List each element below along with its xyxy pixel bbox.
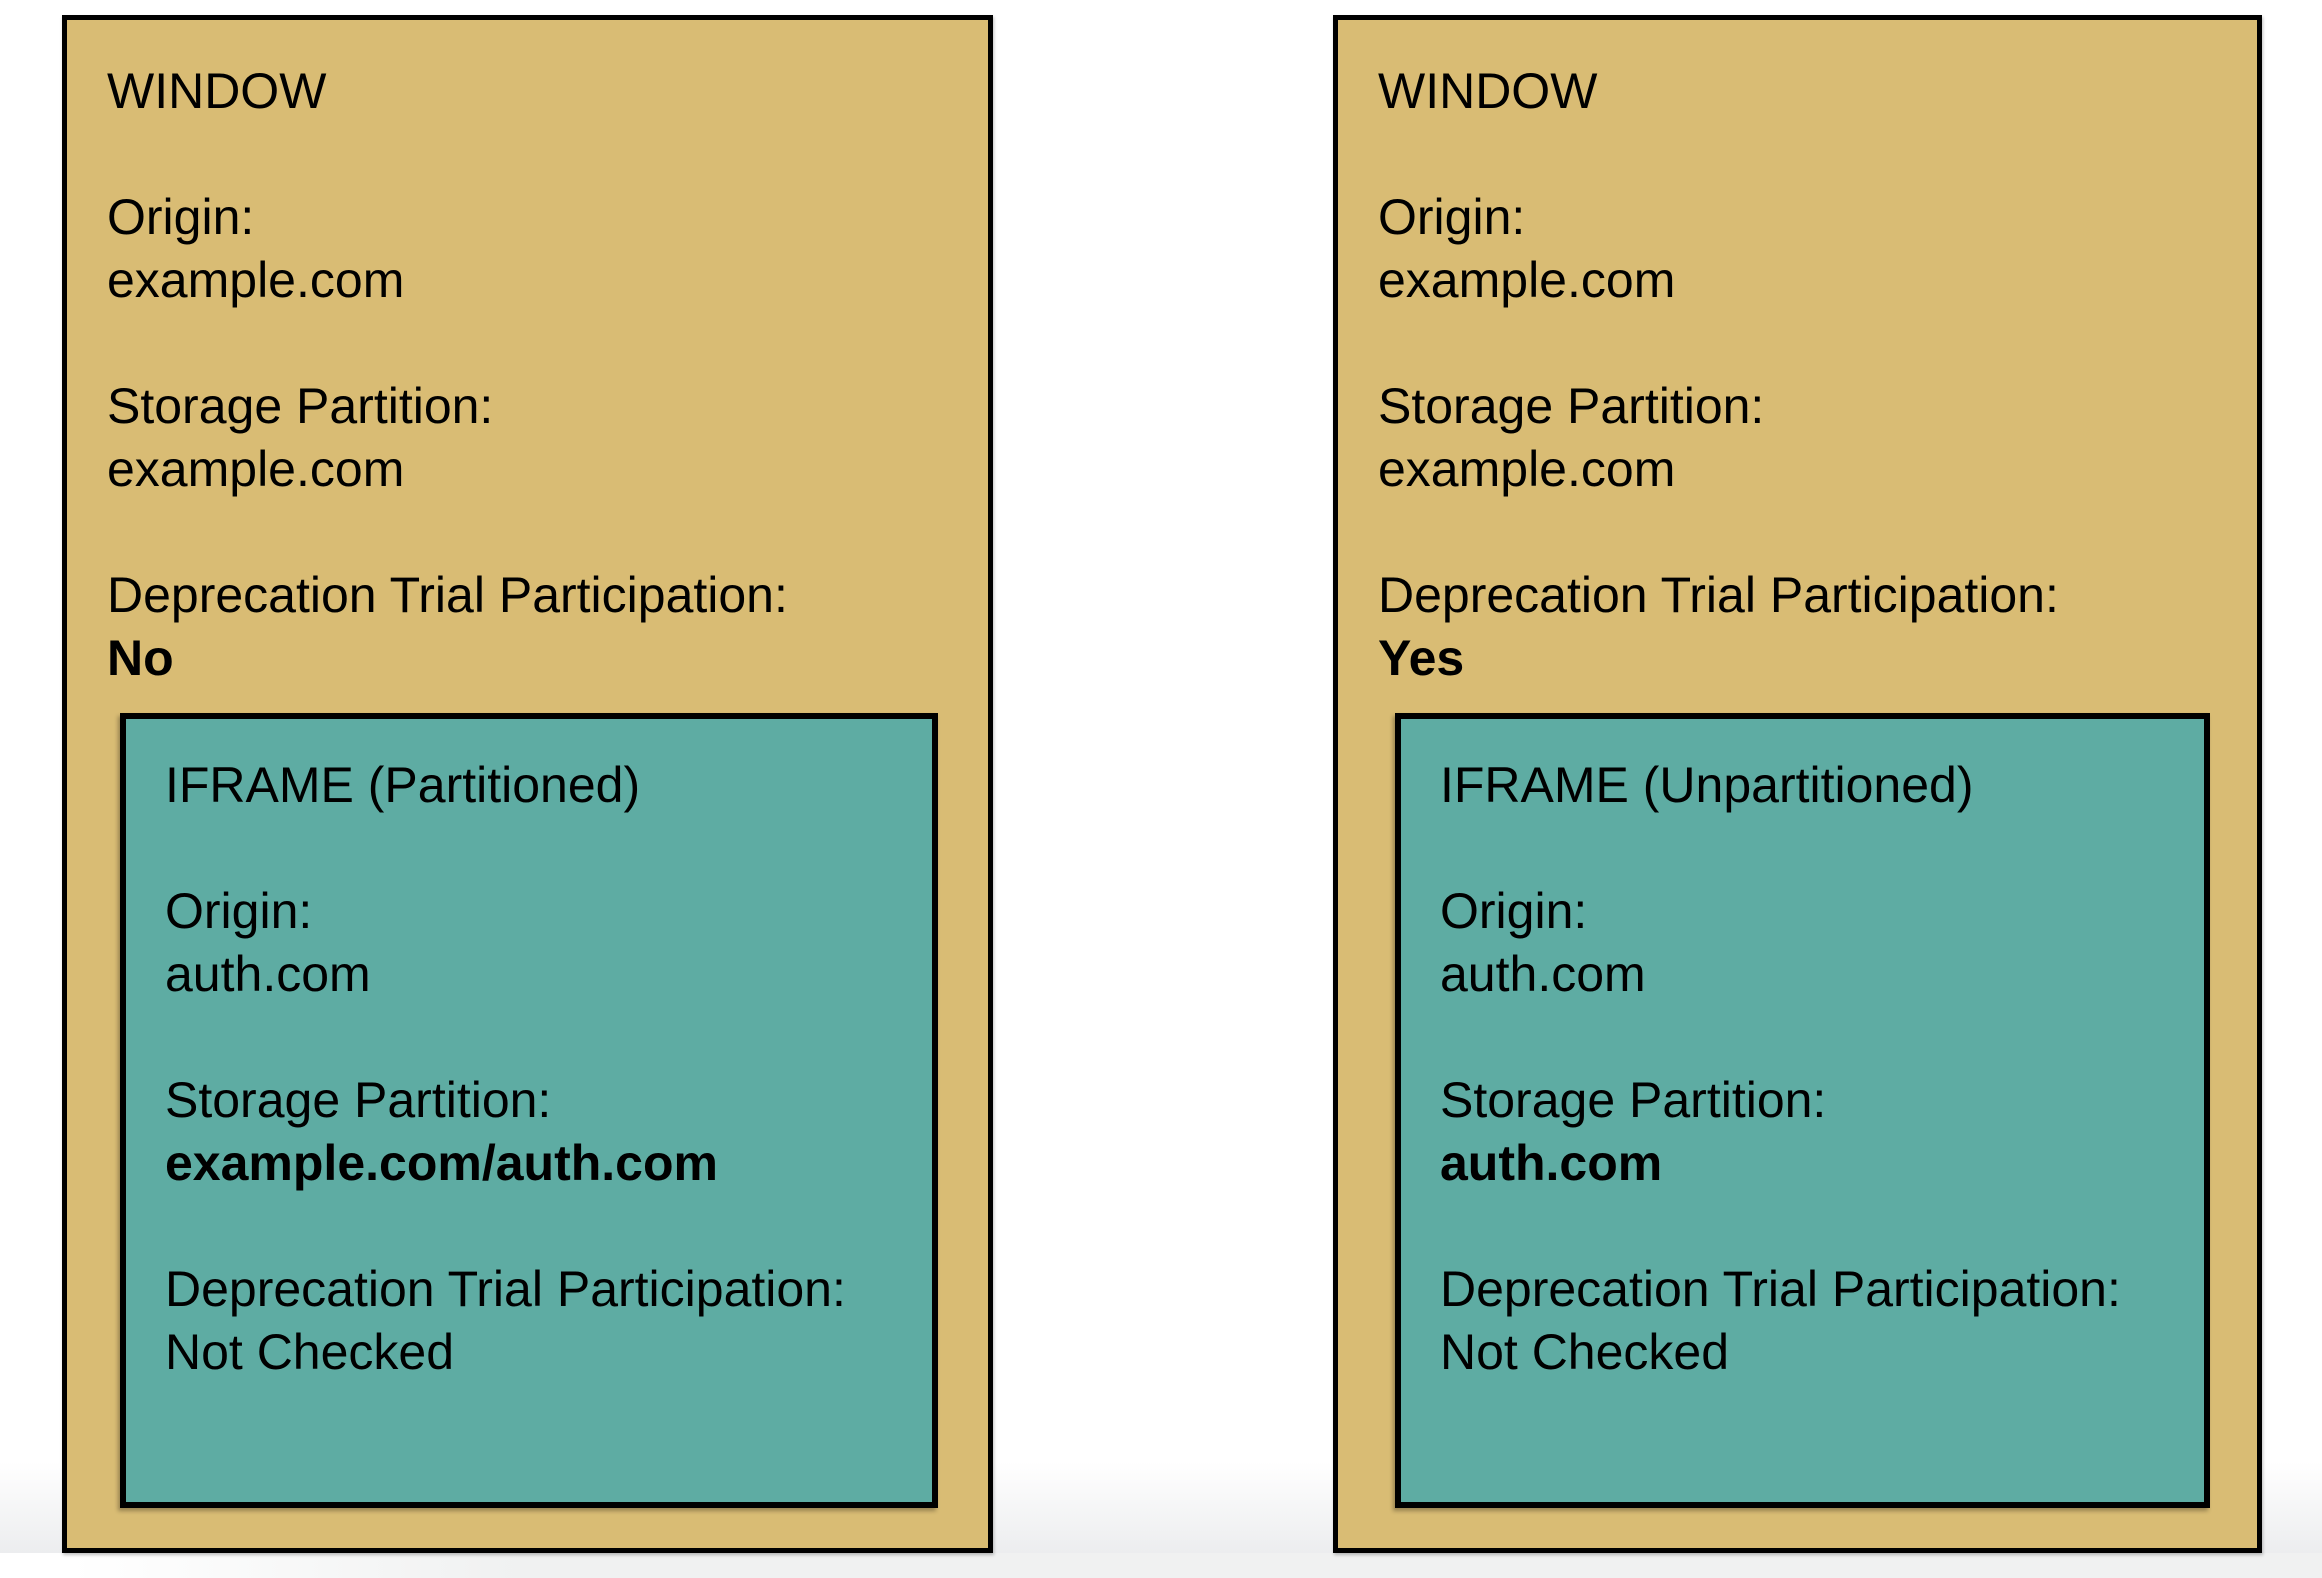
spacer [165, 817, 918, 880]
storage-partition-value: example.com [1378, 441, 1676, 497]
spacer [1378, 123, 2239, 186]
window-box-no-trial: WINDOW Origin: example.com Storage Parti… [62, 15, 993, 1553]
deprecation-trial-value: Yes [1378, 630, 1465, 686]
spacer [1440, 1006, 2190, 1069]
storage-partition-value: example.com/auth.com [165, 1135, 718, 1191]
spacer [107, 501, 970, 564]
spacer [107, 312, 970, 375]
iframe-title: IFRAME (Partitioned) [165, 757, 641, 813]
origin-value: auth.com [165, 946, 371, 1002]
page-bottom-strip [0, 1553, 2322, 1578]
storage-partition-label: Storage Partition: [1440, 1072, 1827, 1128]
iframe-box-partitioned: IFRAME (Partitioned) Origin: auth.com St… [120, 713, 938, 1508]
origin-value: example.com [1378, 252, 1676, 308]
iframe-box-unpartitioned: IFRAME (Unpartitioned) Origin: auth.com … [1395, 713, 2210, 1508]
spacer [107, 123, 970, 186]
storage-partition-value: auth.com [1440, 1135, 1663, 1191]
storage-partition-value: example.com [107, 441, 405, 497]
origin-label: Origin: [165, 883, 313, 939]
spacer [165, 1195, 918, 1258]
window-box-with-trial: WINDOW Origin: example.com Storage Parti… [1333, 15, 2262, 1553]
storage-partition-label: Storage Partition: [107, 378, 494, 434]
origin-label: Origin: [1378, 189, 1526, 245]
deprecation-trial-label: Deprecation Trial Participation: [107, 567, 788, 623]
storage-partition-label: Storage Partition: [1378, 378, 1765, 434]
spacer [165, 1006, 918, 1069]
spacer [1378, 501, 2239, 564]
origin-label: Origin: [1440, 883, 1588, 939]
window-title: WINDOW [1378, 63, 1598, 119]
spacer [1440, 817, 2190, 880]
spacer [1440, 1195, 2190, 1258]
origin-label: Origin: [107, 189, 255, 245]
origin-value: example.com [107, 252, 405, 308]
spacer [1378, 312, 2239, 375]
iframe-title: IFRAME (Unpartitioned) [1440, 757, 1974, 813]
deprecation-trial-value: Not Checked [165, 1324, 455, 1380]
window-title: WINDOW [107, 63, 327, 119]
deprecation-trial-label: Deprecation Trial Participation: [1440, 1261, 2121, 1317]
deprecation-trial-label: Deprecation Trial Participation: [1378, 567, 2059, 623]
origin-value: auth.com [1440, 946, 1646, 1002]
deprecation-trial-value: No [107, 630, 174, 686]
deprecation-trial-label: Deprecation Trial Participation: [165, 1261, 846, 1317]
deprecation-trial-value: Not Checked [1440, 1324, 1730, 1380]
storage-partition-label: Storage Partition: [165, 1072, 552, 1128]
